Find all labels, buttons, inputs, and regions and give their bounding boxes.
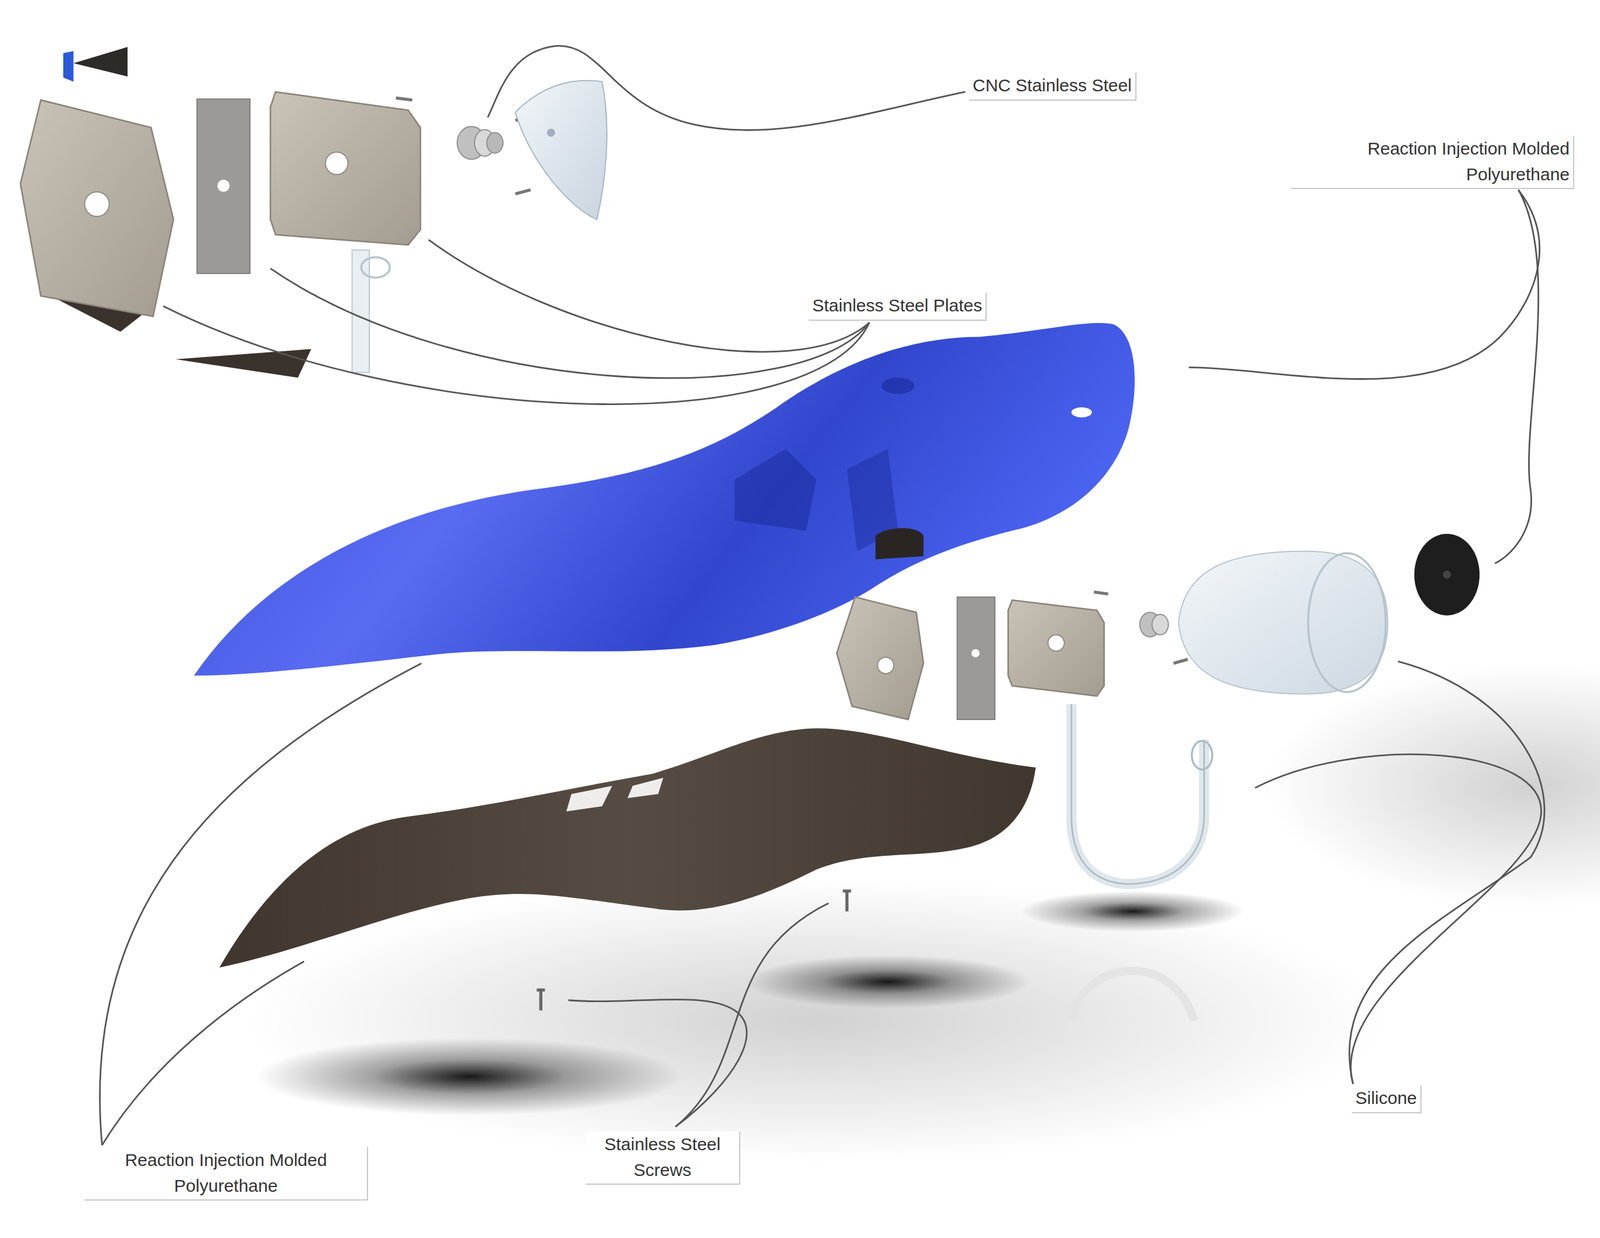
leader-lines (100, 45, 1545, 1145)
material-label: Reaction Injection Molded Polyurethane (84, 1147, 369, 1201)
material-label: Silicone (1351, 1085, 1422, 1114)
material-label: Stainless Steel Plates (808, 292, 987, 321)
material-label: Reaction Injection Molded Polyurethane (1291, 135, 1575, 190)
material-label: Stainless Steel Screws (585, 1131, 741, 1185)
material-label: CNC Stainless Steel (969, 72, 1137, 101)
